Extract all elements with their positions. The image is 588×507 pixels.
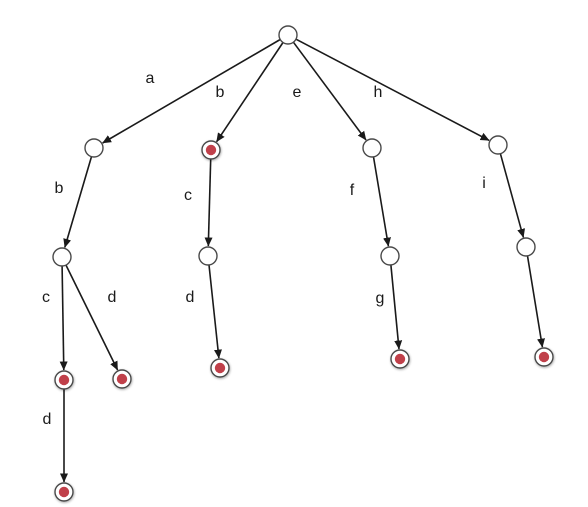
node-circle (380, 246, 400, 266)
edge-label-root-n_b: b (216, 84, 225, 101)
node-circle (278, 25, 298, 45)
edge-n_ef-n_efg (390, 264, 403, 350)
trie-node (198, 246, 218, 266)
end-of-word-marker (58, 374, 70, 386)
edge-n_h-n_hi (499, 153, 526, 238)
terminal-node (112, 369, 132, 389)
trie-node (362, 138, 382, 158)
end-of-word-marker (116, 373, 128, 385)
edge-root-n_a (102, 38, 281, 144)
node-circle (488, 135, 508, 155)
edge-label-n_ab-n_abc: c (42, 289, 50, 306)
edge-n_e-n_ef (372, 156, 391, 247)
end-of-word-marker (538, 351, 550, 363)
edge-label-root-n_e: e (293, 84, 302, 101)
trie-node (516, 237, 536, 257)
edge-root-n_e (292, 41, 367, 141)
nodes-layer (52, 25, 554, 502)
edge-n_ab-n_abd (65, 264, 119, 371)
edge-label-n_h-n_hi: i (482, 175, 486, 192)
edge-root-n_b (215, 42, 284, 143)
edge-label-n_bc-n_bcd: d (186, 289, 195, 306)
end-of-word-marker (214, 362, 226, 374)
terminal-node (54, 370, 74, 390)
edges-layer (59, 38, 545, 483)
edge-labels-layer: a b e h b c d d c d f g i (42, 70, 486, 428)
edge-label-n_ab-n_abd: d (108, 289, 117, 306)
end-of-word-marker (394, 353, 406, 365)
edge-label-root-n_a: a (146, 70, 155, 87)
trie-node (84, 138, 104, 158)
edge-label-n_a-n_ab: b (55, 180, 64, 197)
edge-n_bc-n_bcd (208, 264, 222, 359)
edge-root-n_h (295, 38, 490, 142)
terminal-node (54, 482, 74, 502)
edge-label-root-n_h: h (374, 84, 383, 101)
trie-node (52, 247, 72, 267)
edge-label-n_e-n_ef: f (350, 182, 355, 199)
edge-n_ab-n_abc (59, 265, 68, 371)
node-circle (84, 138, 104, 158)
end-of-word-marker (58, 486, 70, 498)
edge-n_hi-n_hij (526, 255, 545, 348)
node-circle (362, 138, 382, 158)
trie-node (278, 25, 298, 45)
end-of-word-marker (205, 144, 217, 156)
terminal-node (390, 349, 410, 369)
edge-n_b-n_bc (204, 158, 213, 247)
node-circle (198, 246, 218, 266)
edge-label-n_abc-n_abcd: d (43, 411, 52, 428)
trie-node (488, 135, 508, 155)
edge-label-n_ef-n_efg: g (376, 290, 385, 307)
node-circle (516, 237, 536, 257)
edge-n_a-n_ab (63, 156, 93, 248)
terminal-node (210, 358, 230, 378)
terminal-node (201, 140, 221, 160)
terminal-node (534, 347, 554, 367)
edge-label-n_b-n_bc: c (184, 187, 192, 204)
node-circle (52, 247, 72, 267)
trie-node (380, 246, 400, 266)
